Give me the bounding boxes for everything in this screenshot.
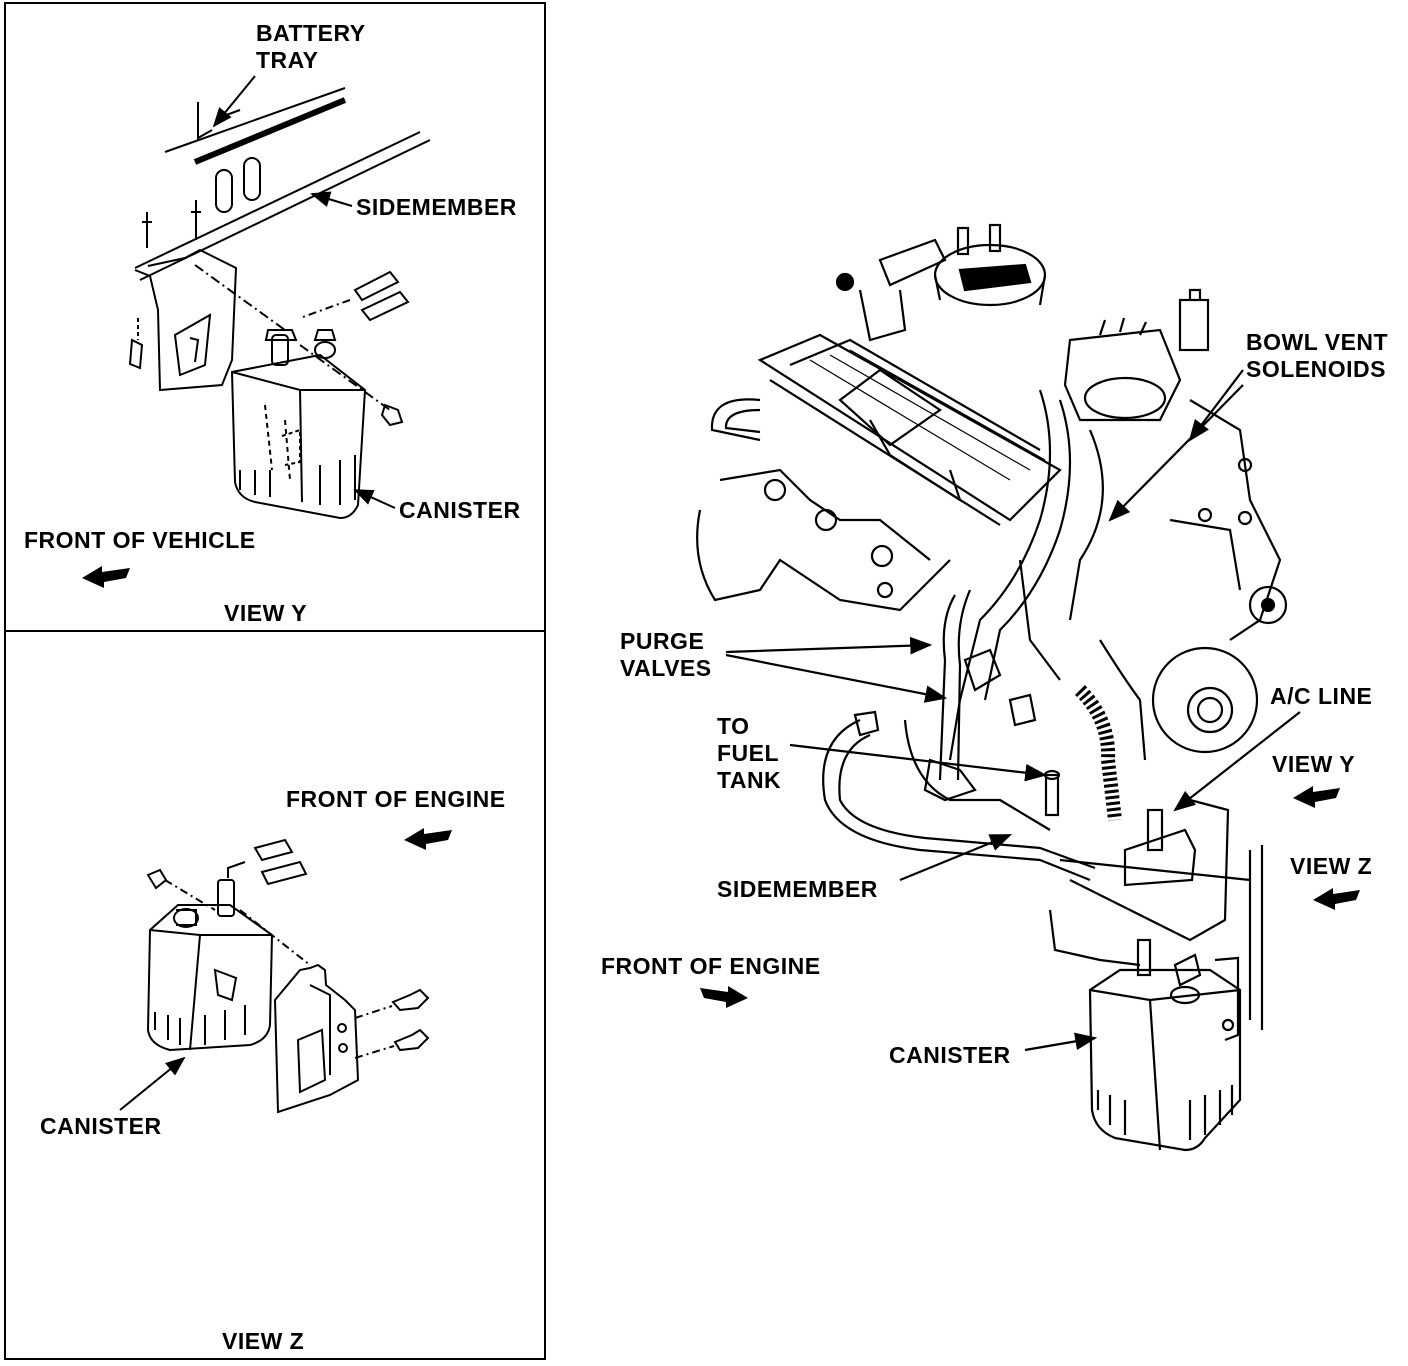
front-of-vehicle-label: FRONT OF VEHICLE <box>24 527 256 553</box>
engine-drawing <box>696 223 1301 1152</box>
view-z-panel <box>4 630 546 1360</box>
canister-label-z: CANISTER <box>40 1113 162 1139</box>
view-y-title: VIEW Y <box>224 600 308 626</box>
view-z-ref-label: VIEW Z <box>1290 853 1373 879</box>
view-z-arrow <box>1313 888 1360 910</box>
front-of-engine-arrow-main <box>700 986 748 1008</box>
view-y-ref-label: VIEW Y <box>1272 751 1356 777</box>
front-of-engine-label-main: FRONT OF ENGINE <box>601 953 821 979</box>
battery-tray-label: BATTERY TRAY <box>256 20 366 73</box>
ac-line-label: A/C LINE <box>1270 683 1373 709</box>
view-z-drawing <box>119 838 430 1114</box>
sidemember-label-y: SIDEMEMBER <box>356 194 517 220</box>
front-of-engine-arrow-z <box>404 828 452 850</box>
canister-label-y: CANISTER <box>399 497 521 523</box>
purge-valves-label: PURGE VALVES <box>620 628 712 681</box>
view-y-drawing <box>128 75 431 520</box>
front-of-engine-label-z: FRONT OF ENGINE <box>286 786 506 812</box>
front-of-vehicle-arrow <box>82 566 130 588</box>
to-fuel-tank-label: TO FUEL TANK <box>717 713 782 793</box>
view-z-title: VIEW Z <box>222 1328 305 1354</box>
canister-label-main: CANISTER <box>889 1042 1011 1068</box>
bowl-vent-solenoids-label: BOWL VENT SOLENOIDS <box>1246 329 1389 382</box>
view-y-arrow <box>1293 786 1340 808</box>
sidemember-label-main: SIDEMEMBER <box>717 876 878 902</box>
